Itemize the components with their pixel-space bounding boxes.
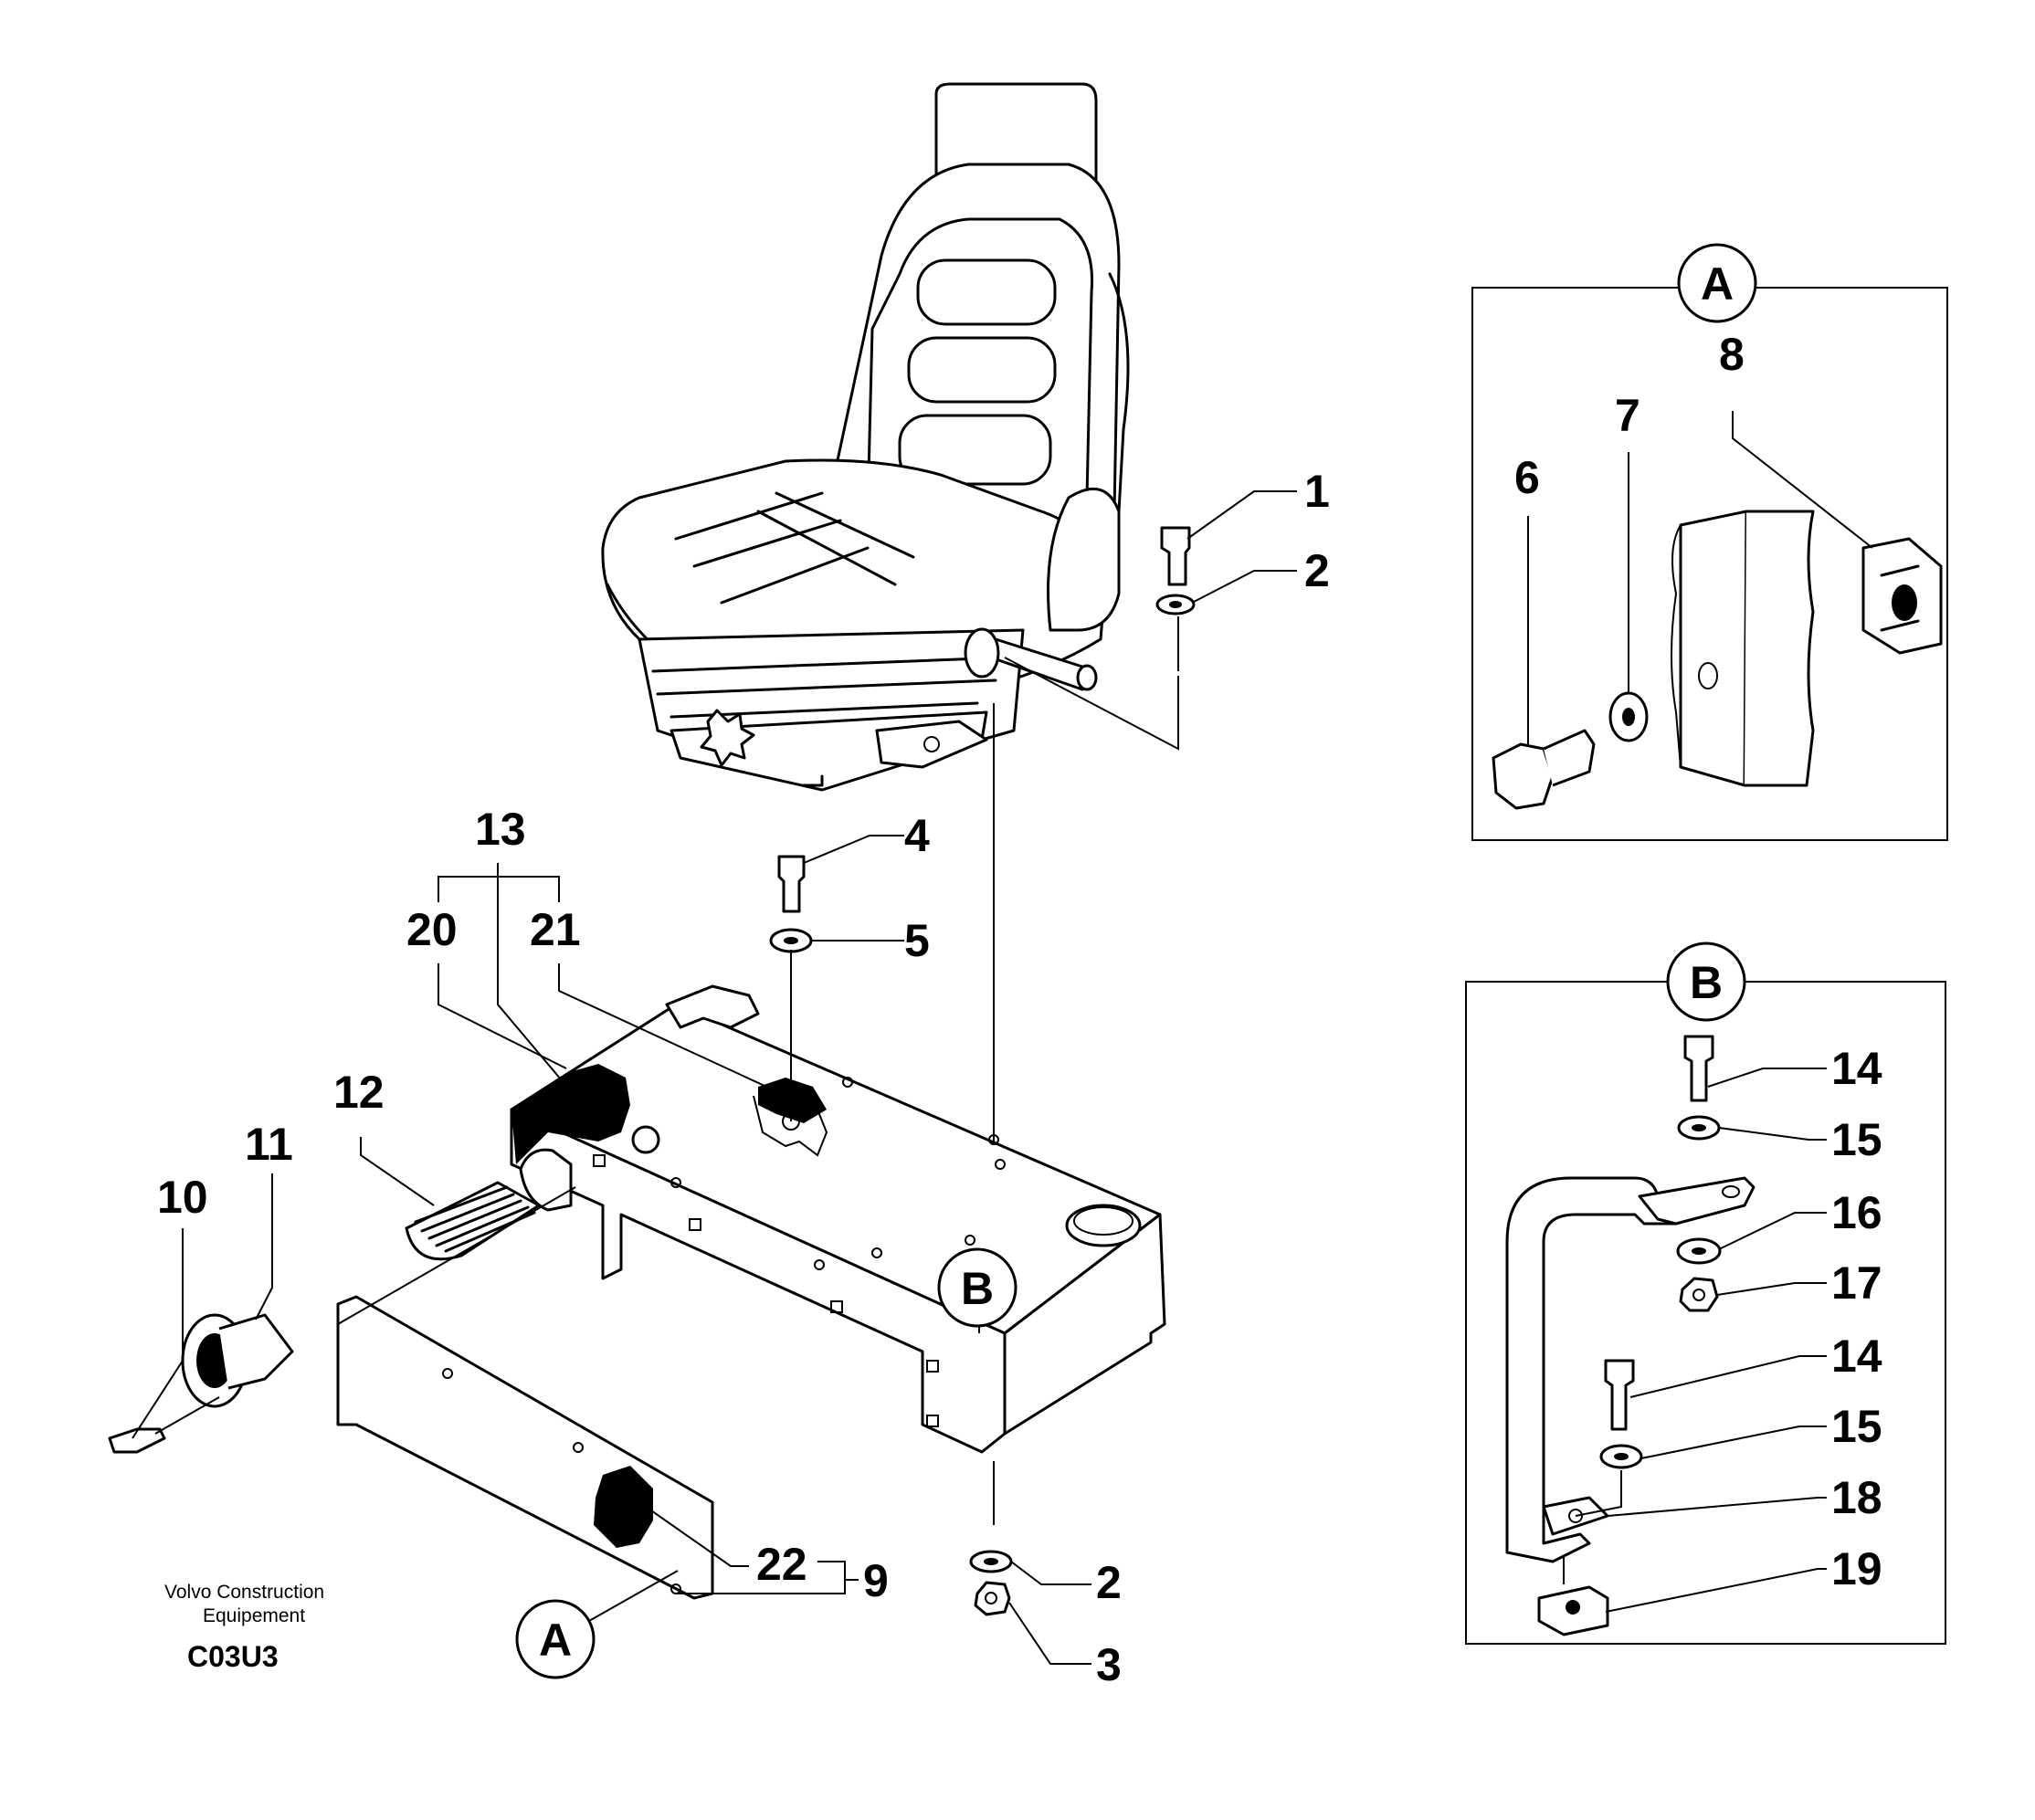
leader-lines [132,490,1827,1665]
main-b-marker-circle [937,1247,1018,1328]
detail-a-marker-circle [1677,243,1757,323]
callout-3: 3 [1096,1639,1122,1690]
callout-6: 6 [1514,452,1540,503]
callout-18: 18 [1831,1472,1882,1523]
operator-seat [601,82,1130,792]
detail-b-marker-circle [1666,942,1746,1022]
callout-13: 13 [475,804,526,855]
detail-markers: A B B A [515,243,1757,1679]
detail-a-panel [1471,287,1948,841]
callout-1: 1 [1304,466,1330,517]
front-cover-plate [336,1295,714,1600]
callout-7: 7 [1615,390,1640,441]
callout-21: 21 [530,904,581,955]
fastener-group-2-3 [969,1461,1013,1616]
callout-14-lower: 14 [1831,1331,1882,1382]
bolt [108,1396,220,1454]
callout-19: 19 [1831,1543,1882,1594]
callout-17: 17 [1831,1257,1882,1309]
tension-spring-assembly [337,1181,576,1325]
callout-16: 16 [1831,1187,1882,1238]
callout-22: 22 [756,1539,807,1590]
main-a-marker-label: A [539,1615,572,1666]
callout-5: 5 [904,915,930,966]
callout-14: 14 [1831,1043,1882,1094]
adjuster-knob [181,1313,294,1408]
callout-15: 15 [1831,1114,1882,1165]
main-a-marker-circle [515,1599,596,1679]
callout-12: 12 [333,1067,385,1118]
callout-10: 10 [157,1172,208,1223]
callout-2: 2 [1304,545,1330,596]
callout-9: 9 [863,1555,889,1606]
fastener-group-4-5 [769,855,813,1121]
drawing-footer: Volvo Construction Equipement C03U3 [164,1582,324,1673]
drawing-code: C03U3 [187,1640,279,1673]
main-b-marker-label: B [961,1263,994,1314]
callout-15-lower: 15 [1831,1401,1882,1452]
callout-labels: 1 2 4 5 13 20 21 12 11 10 22 9 2 3 6 7 8… [157,329,1882,1690]
callout-8: 8 [1719,329,1745,380]
detail-b-panel [1465,981,1946,1645]
company-name-line1: Volvo Construction [164,1582,324,1603]
company-name-line2: Equipement [203,1605,305,1626]
callout-20: 20 [406,904,458,955]
seat-base-box [510,984,1166,1454]
detail-b-marker-label: B [1690,957,1723,1008]
fastener-group-1-2 [1004,526,1196,751]
callout-11: 11 [245,1119,293,1170]
detail-a-marker-label: A [1701,258,1734,310]
callout-4: 4 [904,810,930,861]
callout-2-bottom: 2 [1096,1557,1122,1608]
